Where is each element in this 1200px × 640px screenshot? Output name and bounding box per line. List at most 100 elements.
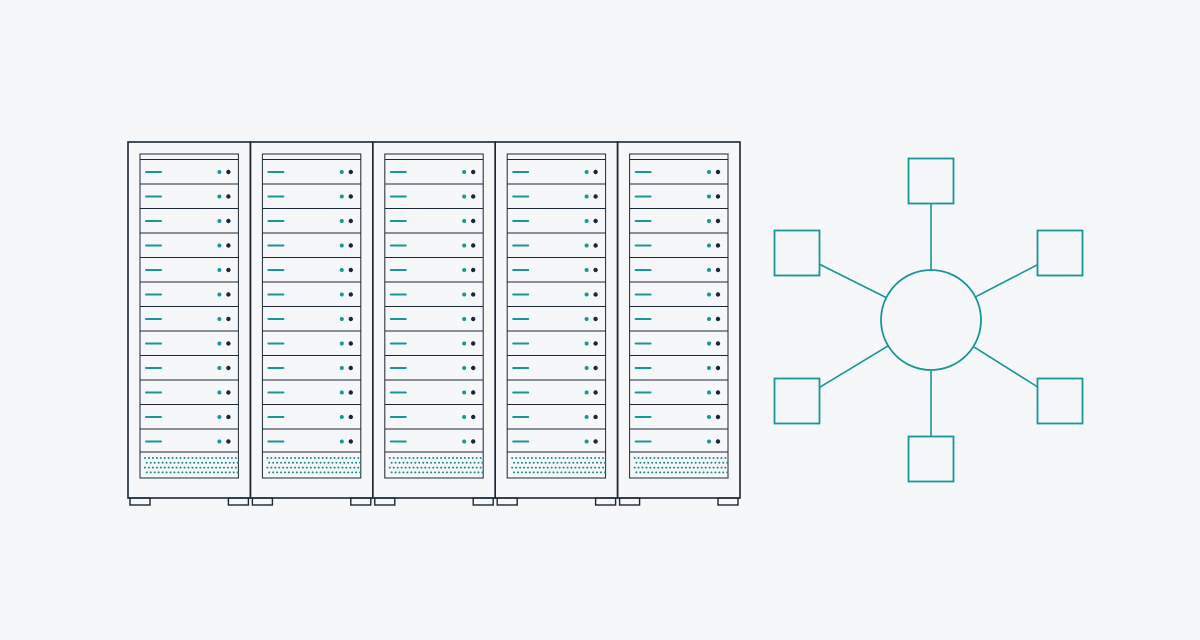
grille-dot	[465, 461, 468, 464]
status-led-dark	[593, 243, 598, 248]
grille-dot	[513, 471, 515, 474]
grille-dot	[639, 471, 642, 474]
grille-dot	[682, 461, 685, 464]
grille-dot	[149, 471, 152, 474]
grille-dot	[463, 457, 466, 459]
grille-dot	[207, 457, 210, 459]
status-led-dark	[471, 439, 476, 444]
rack-foot-right	[350, 497, 372, 506]
grille-dot	[199, 457, 202, 459]
grille-dot	[211, 457, 214, 459]
status-led-teal	[584, 415, 589, 419]
grille-dot	[694, 461, 697, 464]
grille-dot	[548, 471, 551, 474]
grille-dot	[193, 461, 196, 464]
status-led-teal	[339, 243, 344, 248]
grille-dot	[688, 457, 691, 459]
status-led-dark	[471, 218, 476, 224]
grille-dot	[696, 457, 699, 459]
grille-dot	[651, 461, 654, 464]
grille-dot	[309, 457, 312, 459]
grille-dot	[473, 471, 476, 474]
status-led-teal	[217, 292, 222, 297]
status-led-dark	[471, 341, 476, 346]
grille-dot	[516, 471, 519, 474]
status-led-dark	[348, 292, 353, 297]
grille-dot	[294, 457, 297, 459]
grille-dot	[349, 457, 352, 459]
grille-dot	[665, 466, 668, 469]
grille-dot	[179, 457, 182, 459]
status-led-dark	[715, 292, 721, 297]
grille-dot	[343, 471, 346, 474]
grille-dot	[234, 466, 237, 469]
grille-dot	[216, 461, 219, 464]
grille-dot	[449, 461, 452, 464]
status-led-teal	[339, 317, 344, 321]
grille-dot	[268, 461, 271, 464]
grille-dot	[599, 461, 602, 464]
grille-dot	[161, 471, 164, 474]
server-unit	[507, 257, 606, 273]
grille-dot	[678, 471, 681, 474]
grille-dot	[305, 457, 308, 459]
grille-dot	[516, 461, 519, 464]
grille-dot	[686, 471, 689, 474]
grille-dot	[578, 466, 581, 469]
grille-dot	[335, 461, 338, 464]
grille-dot	[534, 466, 537, 469]
grille-dot	[418, 471, 421, 474]
grille-dot	[295, 471, 298, 474]
grille-dot	[163, 466, 166, 469]
status-led-teal	[217, 194, 222, 199]
grille-dot	[434, 461, 437, 464]
status-led-teal	[462, 292, 467, 297]
network-link-lower-left	[819, 345, 889, 389]
grille-dot	[455, 466, 458, 469]
grille-dot	[290, 457, 293, 459]
grille-dot	[708, 457, 711, 459]
grille-dot	[698, 461, 701, 464]
status-led-teal	[339, 268, 344, 272]
server-rack-4	[494, 141, 619, 506]
status-led-dark	[471, 414, 476, 420]
grille-dot	[602, 466, 605, 469]
server-unit	[262, 257, 361, 273]
status-led-dark	[715, 390, 721, 395]
grille-dot	[307, 461, 310, 464]
server-unit	[384, 404, 484, 420]
grille-dot	[173, 471, 176, 474]
grille-dot	[564, 461, 567, 464]
grille-dot	[232, 461, 235, 464]
grille-dot	[183, 457, 186, 459]
status-led-dark	[471, 267, 476, 273]
server-unit	[140, 257, 239, 273]
grille-dot	[530, 457, 533, 459]
server-unit	[384, 379, 484, 395]
grille-dot	[347, 471, 350, 474]
grille-dot	[722, 471, 725, 474]
grille-dot	[187, 466, 190, 469]
grille-dot	[674, 471, 677, 474]
grille-dot	[402, 461, 405, 464]
grille-dot	[291, 471, 294, 474]
rack-inner-panel	[506, 153, 607, 479]
status-led-teal	[707, 219, 711, 223]
rack-foot-right	[717, 497, 739, 506]
grille-dot	[418, 461, 421, 464]
network-link-upper-left	[819, 263, 887, 299]
grille-dot	[157, 461, 160, 464]
grille-dot	[287, 461, 290, 464]
status-led-dark	[471, 194, 476, 199]
grille-dot	[511, 457, 514, 459]
status-led-dark	[348, 365, 353, 371]
grille-dot	[566, 466, 569, 469]
status-led-teal	[462, 390, 467, 395]
server-unit	[262, 355, 361, 371]
grille-dot	[570, 457, 573, 459]
grille-dot	[542, 457, 545, 459]
grille-dot	[177, 461, 180, 464]
grille-dot	[637, 466, 640, 469]
status-led-dark	[715, 169, 721, 175]
grille-dot	[444, 457, 447, 459]
